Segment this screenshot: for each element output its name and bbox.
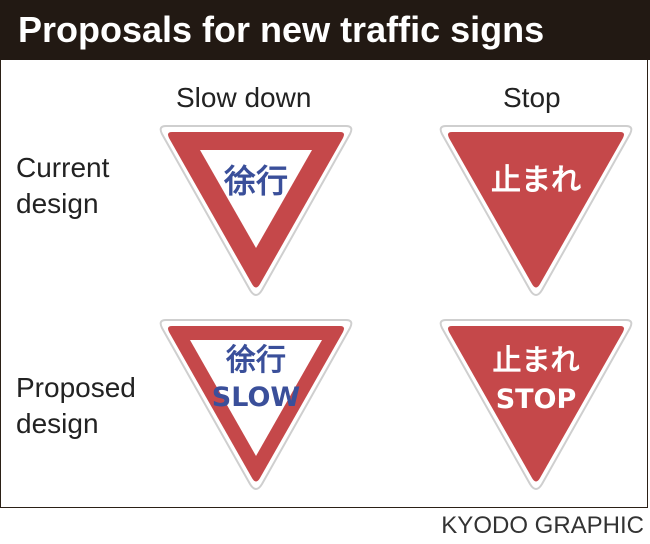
sign-text-jp: 止まれ [491, 163, 581, 198]
sign-slow-current: 徐行 [159, 125, 353, 296]
sign-text-jp: 徐行 [225, 343, 286, 378]
sign-white-center [190, 340, 322, 456]
title-bar: Proposals for new traffic signs [0, 0, 650, 60]
sign-text-jp: 徐行 [223, 162, 288, 200]
row-label-current-line1: Current [16, 152, 110, 183]
column-header-stop: Stop [503, 82, 561, 113]
sign-red-fill [448, 132, 624, 288]
row-label-current: Current design [16, 150, 109, 222]
page-title: Proposals for new traffic signs [18, 9, 545, 50]
sign-stop-current: 止まれ [439, 125, 633, 296]
sign-text-en: STOP [496, 384, 577, 415]
row-label-proposed: Proposed design [16, 370, 136, 442]
row-label-proposed-line2: design [16, 408, 99, 439]
column-header-slow-down: Slow down [176, 82, 312, 113]
row-label-current-line2: design [16, 188, 99, 219]
sign-stop-proposed: 止まれ STOP [439, 319, 633, 490]
sign-red-fill [448, 326, 624, 482]
credit-text: KYODO GRAPHIC [441, 512, 644, 539]
row-label-proposed-line1: Proposed [16, 372, 136, 403]
sign-white-center [200, 150, 312, 248]
sign-slow-proposed: 徐行 SLOW [159, 319, 353, 490]
sign-text-jp: 止まれ [492, 343, 579, 377]
sign-text-en: SLOW [212, 382, 300, 413]
